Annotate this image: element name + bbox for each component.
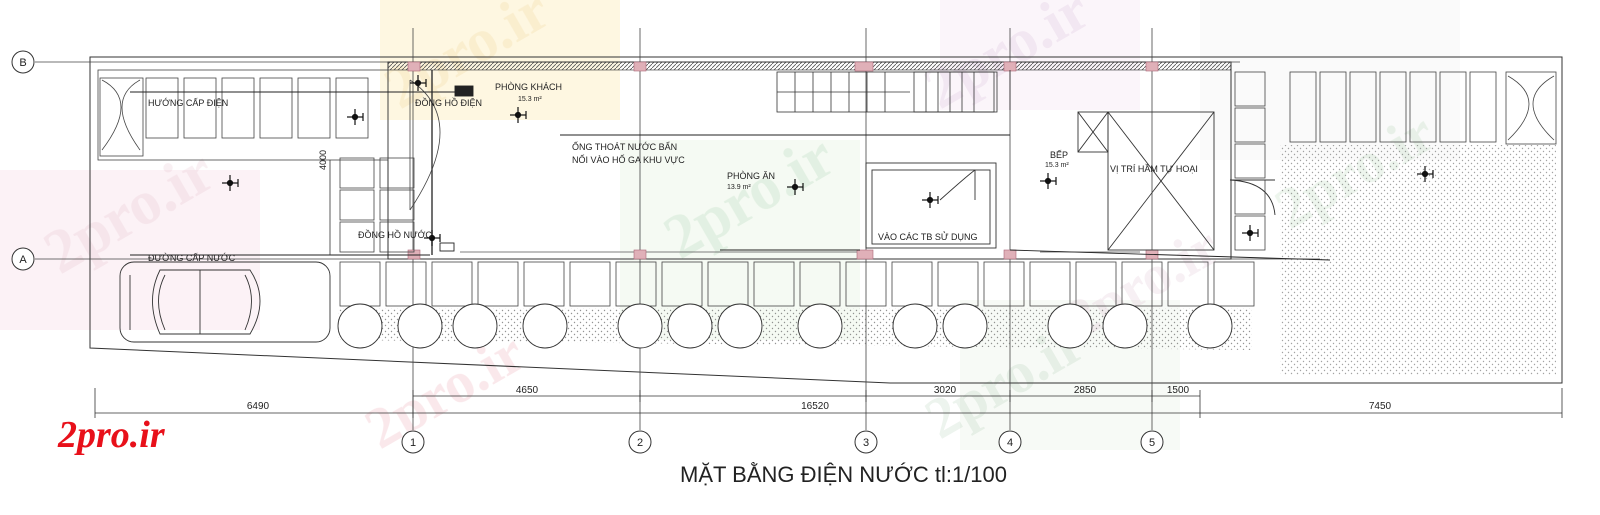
electric-meter-icon bbox=[454, 85, 474, 97]
column bbox=[1003, 249, 1017, 260]
label-dong-ho-nuoc: ĐỒNG HỒ NƯỚC bbox=[358, 229, 432, 240]
light-fixture-icon bbox=[347, 109, 364, 125]
label-bep-area: 15.3 m² bbox=[1045, 162, 1069, 169]
axis-bubbles: B A 1 2 3 4 5 bbox=[11, 50, 1164, 454]
light-fixture-icon bbox=[424, 230, 441, 246]
lawn-strip bbox=[338, 308, 1252, 350]
column bbox=[856, 249, 874, 260]
light-fixtures bbox=[222, 75, 1434, 246]
dimension-text: 1500 bbox=[1167, 385, 1190, 396]
dimension-texts: 4650 3020 2850 1500 6490 16520 7450 4000 bbox=[247, 150, 1392, 412]
label-ong-thoat-2: NỐI VÀO HỐ GA KHU VỰC bbox=[572, 154, 685, 165]
light-fixture-icon bbox=[1417, 166, 1434, 182]
light-fixture-icon bbox=[222, 175, 239, 191]
rear-door bbox=[1229, 179, 1276, 216]
left-yard bbox=[97, 69, 441, 253]
car-icon bbox=[119, 261, 331, 343]
axis-label-1: 1 bbox=[410, 437, 416, 449]
light-fixture-icon bbox=[922, 192, 939, 208]
right-yard bbox=[1234, 71, 1557, 251]
stair bbox=[776, 70, 1011, 113]
label-huong-cap-dien: HƯỚNG CẤP ĐIỆN bbox=[148, 98, 228, 108]
dimension-text: 7450 bbox=[1369, 401, 1392, 412]
label-duong-cap-nuoc: ĐƯỜNG CẤP NƯỚC bbox=[148, 253, 236, 263]
dimension-text: 16520 bbox=[801, 401, 829, 412]
label-bep: BẾP bbox=[1050, 150, 1068, 160]
label-dong-ho-dien: ĐỒNG HỒ ĐIỆN bbox=[415, 97, 482, 108]
site-logo: 2pro.ir bbox=[57, 414, 166, 456]
light-fixture-icon bbox=[510, 107, 527, 123]
wc-room bbox=[865, 162, 997, 249]
label-vao-cac-tb: VÀO CÁC TB SỬ DỤNG bbox=[878, 231, 978, 242]
dimension-text: 3020 bbox=[934, 385, 957, 396]
dimension-text: 4000 bbox=[318, 150, 328, 170]
column bbox=[1145, 61, 1159, 72]
utility-lines bbox=[130, 85, 1331, 261]
drawing-title: MẶT BẰNG ĐIỆN NƯỚC tl:1/100 bbox=[680, 462, 1007, 487]
light-fixture-icon bbox=[1242, 225, 1259, 241]
background-washes bbox=[0, 0, 1140, 340]
label-ong-thoat-1: ỐNG THOÁT NƯỚC BẨN bbox=[572, 141, 677, 152]
water-meter-icon bbox=[439, 242, 455, 252]
dimension-text: 2850 bbox=[1074, 385, 1097, 396]
light-fixture-icon bbox=[410, 75, 427, 91]
label-phong-an: PHÒNG ĂN bbox=[727, 171, 775, 181]
building-walls bbox=[387, 61, 1232, 260]
axis-label-a: A bbox=[19, 254, 27, 266]
room-labels: HƯỚNG CẤP ĐIỆN ĐỒNG HỒ ĐIỆN PHÒNG KHÁCH … bbox=[148, 82, 1198, 263]
column bbox=[854, 61, 874, 72]
column bbox=[633, 61, 647, 72]
axis-label-5: 5 bbox=[1149, 437, 1155, 449]
column bbox=[633, 249, 647, 260]
column bbox=[1003, 61, 1017, 72]
label-phong-an-area: 13.9 m² bbox=[727, 184, 751, 191]
light-fixture-icon bbox=[787, 179, 804, 195]
label-phong-khach-area: 15.3 m² bbox=[518, 96, 542, 103]
axis-label-3: 3 bbox=[863, 437, 869, 449]
axis-label-2: 2 bbox=[637, 437, 643, 449]
column bbox=[407, 61, 421, 72]
dimension-lines bbox=[94, 160, 1563, 418]
dimension-text: 6490 bbox=[247, 401, 270, 412]
label-phong-khach: PHÒNG KHÁCH bbox=[495, 82, 562, 92]
light-fixture-icon bbox=[1040, 173, 1057, 189]
dimension-text: 4650 bbox=[516, 385, 539, 396]
axis-label-4: 4 bbox=[1007, 437, 1013, 449]
right-lawn bbox=[1280, 145, 1556, 375]
shrub-row bbox=[337, 303, 1233, 349]
lot-boundary bbox=[89, 56, 1563, 384]
label-vi-tri-ham: VỊ TRÍ HẦM TỰ HOẠI bbox=[1110, 164, 1198, 174]
axis-label-b: B bbox=[19, 57, 26, 69]
septic-tank bbox=[1077, 111, 1215, 251]
